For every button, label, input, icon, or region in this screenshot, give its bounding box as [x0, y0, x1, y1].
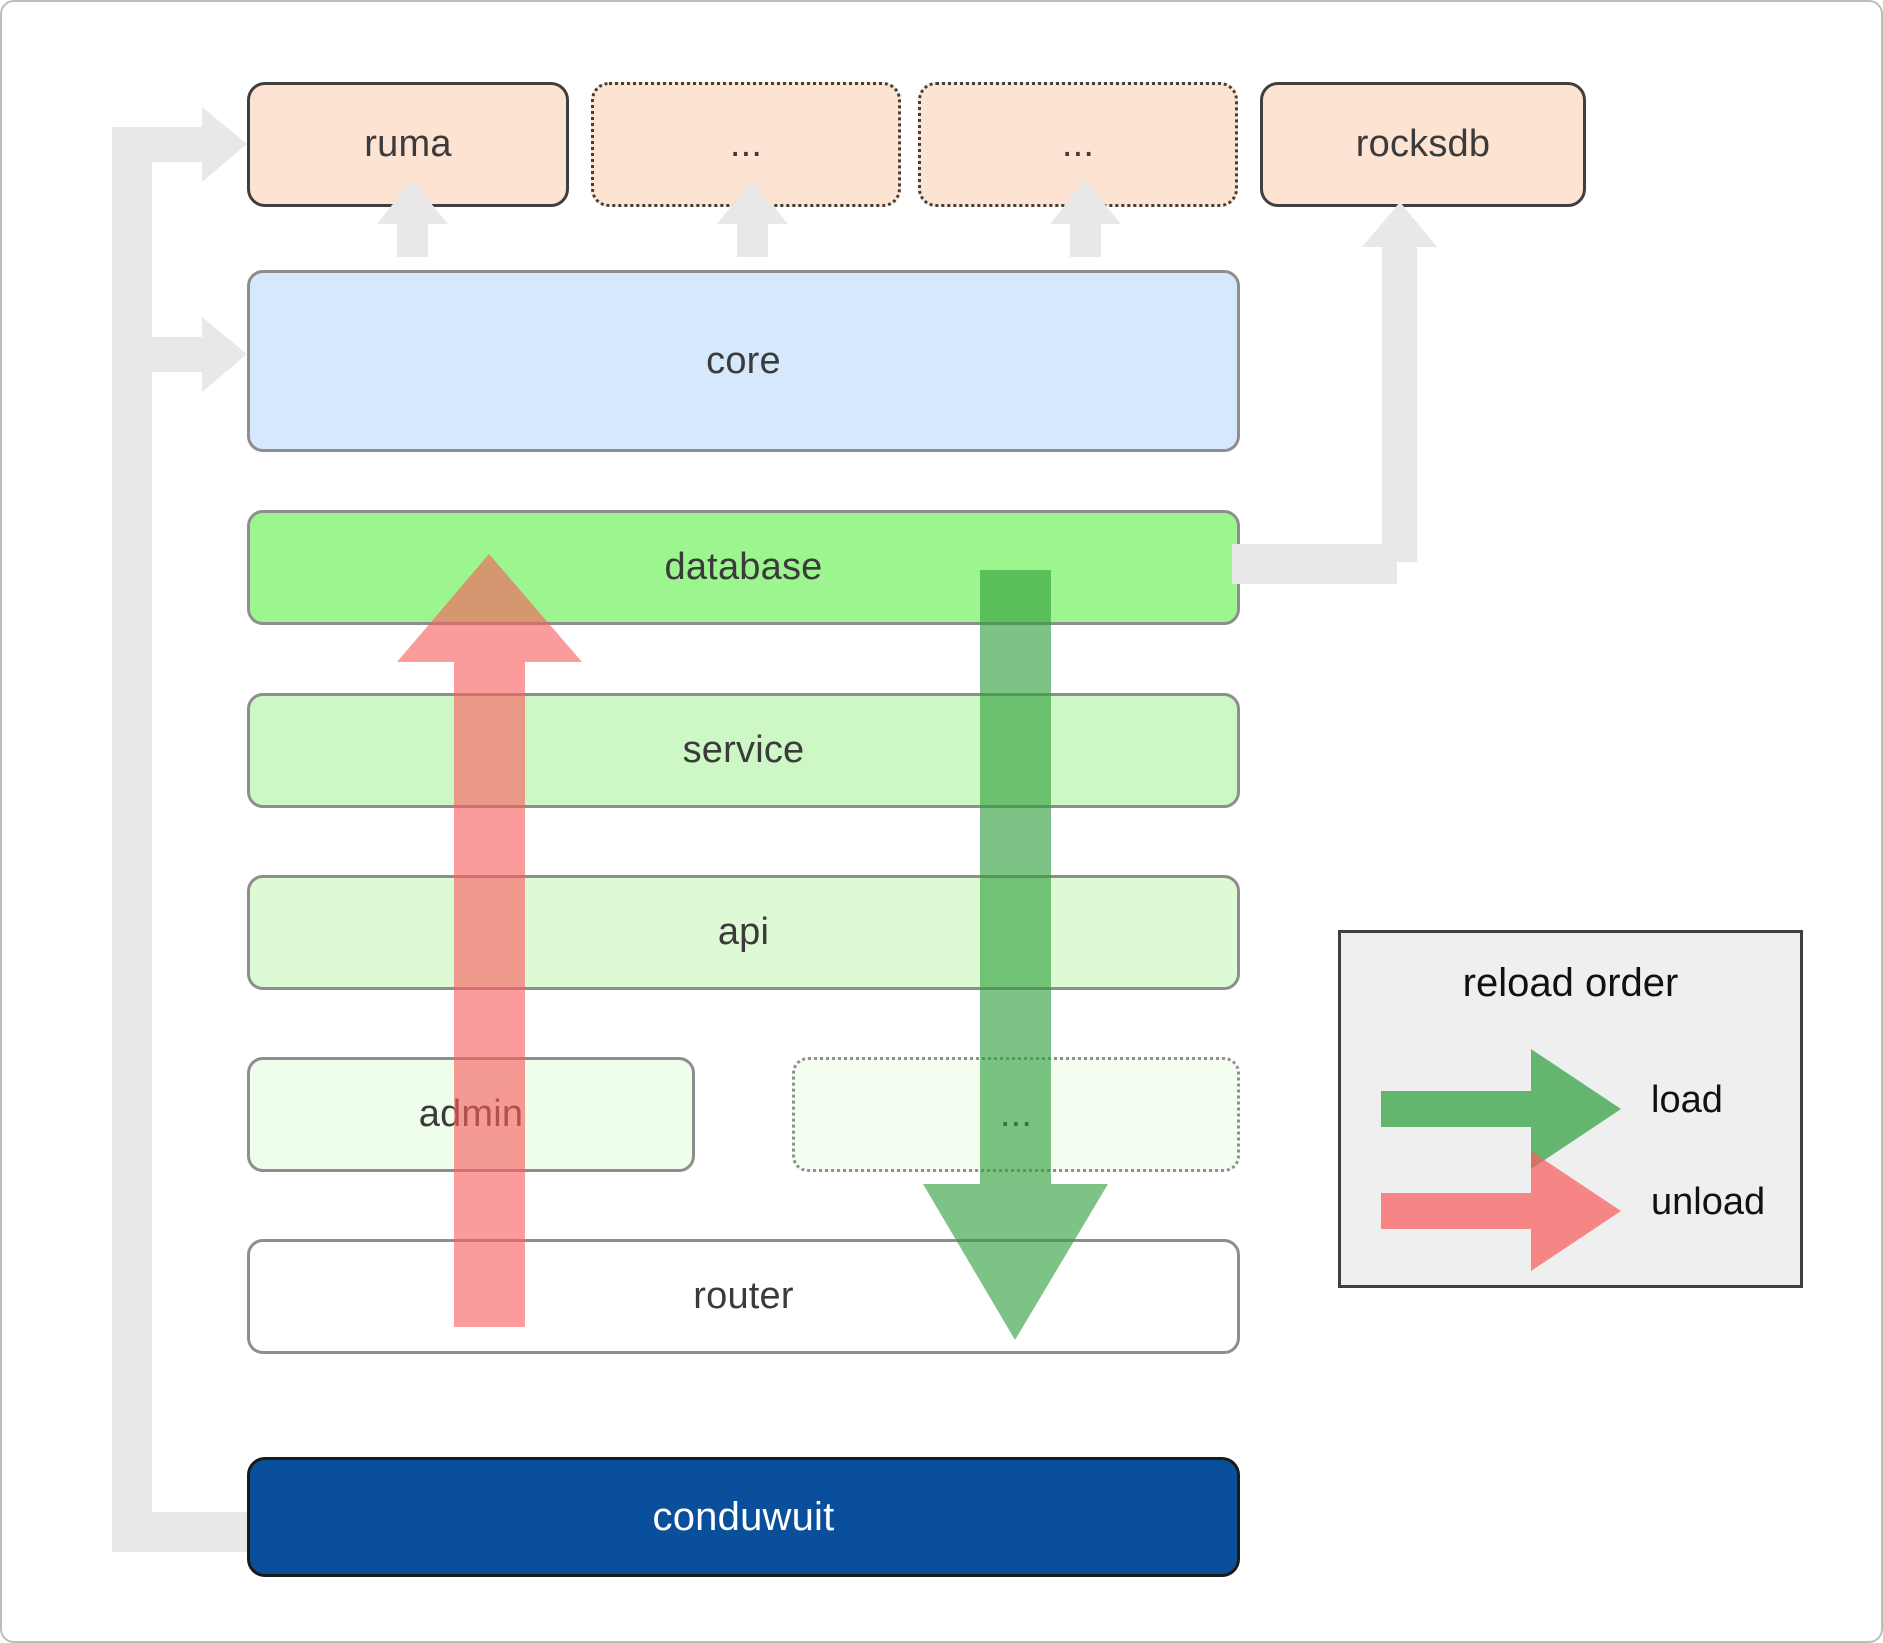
layer-core-label: core: [706, 339, 781, 382]
load-legend-arrow-icon: [1381, 1049, 1621, 1169]
dependency-ellipsis-2-label: ...: [1061, 123, 1095, 165]
layer-ellipsis[interactable]: ...: [792, 1057, 1240, 1172]
layer-router[interactable]: router: [247, 1239, 1240, 1354]
dependency-ellipsis-1-label: ...: [729, 123, 763, 165]
dependency-rocksdb-label: rocksdb: [1355, 123, 1491, 165]
legend-item-load: load: [1341, 1049, 1800, 1169]
legend-load-label: load: [1651, 1079, 1723, 1121]
dependency-ellipsis-2[interactable]: ...: [918, 82, 1238, 207]
layer-core[interactable]: core: [247, 270, 1240, 452]
app-conduwuit[interactable]: conduwuit: [247, 1457, 1240, 1577]
unload-legend-arrow-icon: [1381, 1151, 1621, 1271]
layer-database-label: database: [664, 546, 823, 588]
layer-api[interactable]: api: [247, 875, 1240, 990]
layer-database[interactable]: database: [247, 510, 1240, 625]
dependency-ruma-label: ruma: [364, 123, 452, 165]
layer-router-label: router: [693, 1275, 794, 1317]
dependency-ellipsis-1[interactable]: ...: [591, 82, 901, 207]
layer-service-label: service: [682, 729, 805, 771]
app-conduwuit-label: conduwuit: [652, 1494, 835, 1539]
legend-title: reload order: [1462, 961, 1679, 1005]
layer-admin-label: admin: [418, 1093, 524, 1135]
legend-reload-order: reload order load unload: [1338, 930, 1803, 1288]
dependency-rocksdb[interactable]: rocksdb: [1260, 82, 1586, 207]
layer-api-label: api: [717, 911, 770, 953]
layer-service[interactable]: service: [247, 693, 1240, 808]
legend-unload-label: unload: [1651, 1181, 1766, 1223]
legend-item-unload: unload: [1341, 1151, 1800, 1271]
layer-admin[interactable]: admin: [247, 1057, 695, 1172]
dependency-ruma[interactable]: ruma: [247, 82, 569, 207]
layer-ellipsis-label: ...: [999, 1093, 1033, 1135]
